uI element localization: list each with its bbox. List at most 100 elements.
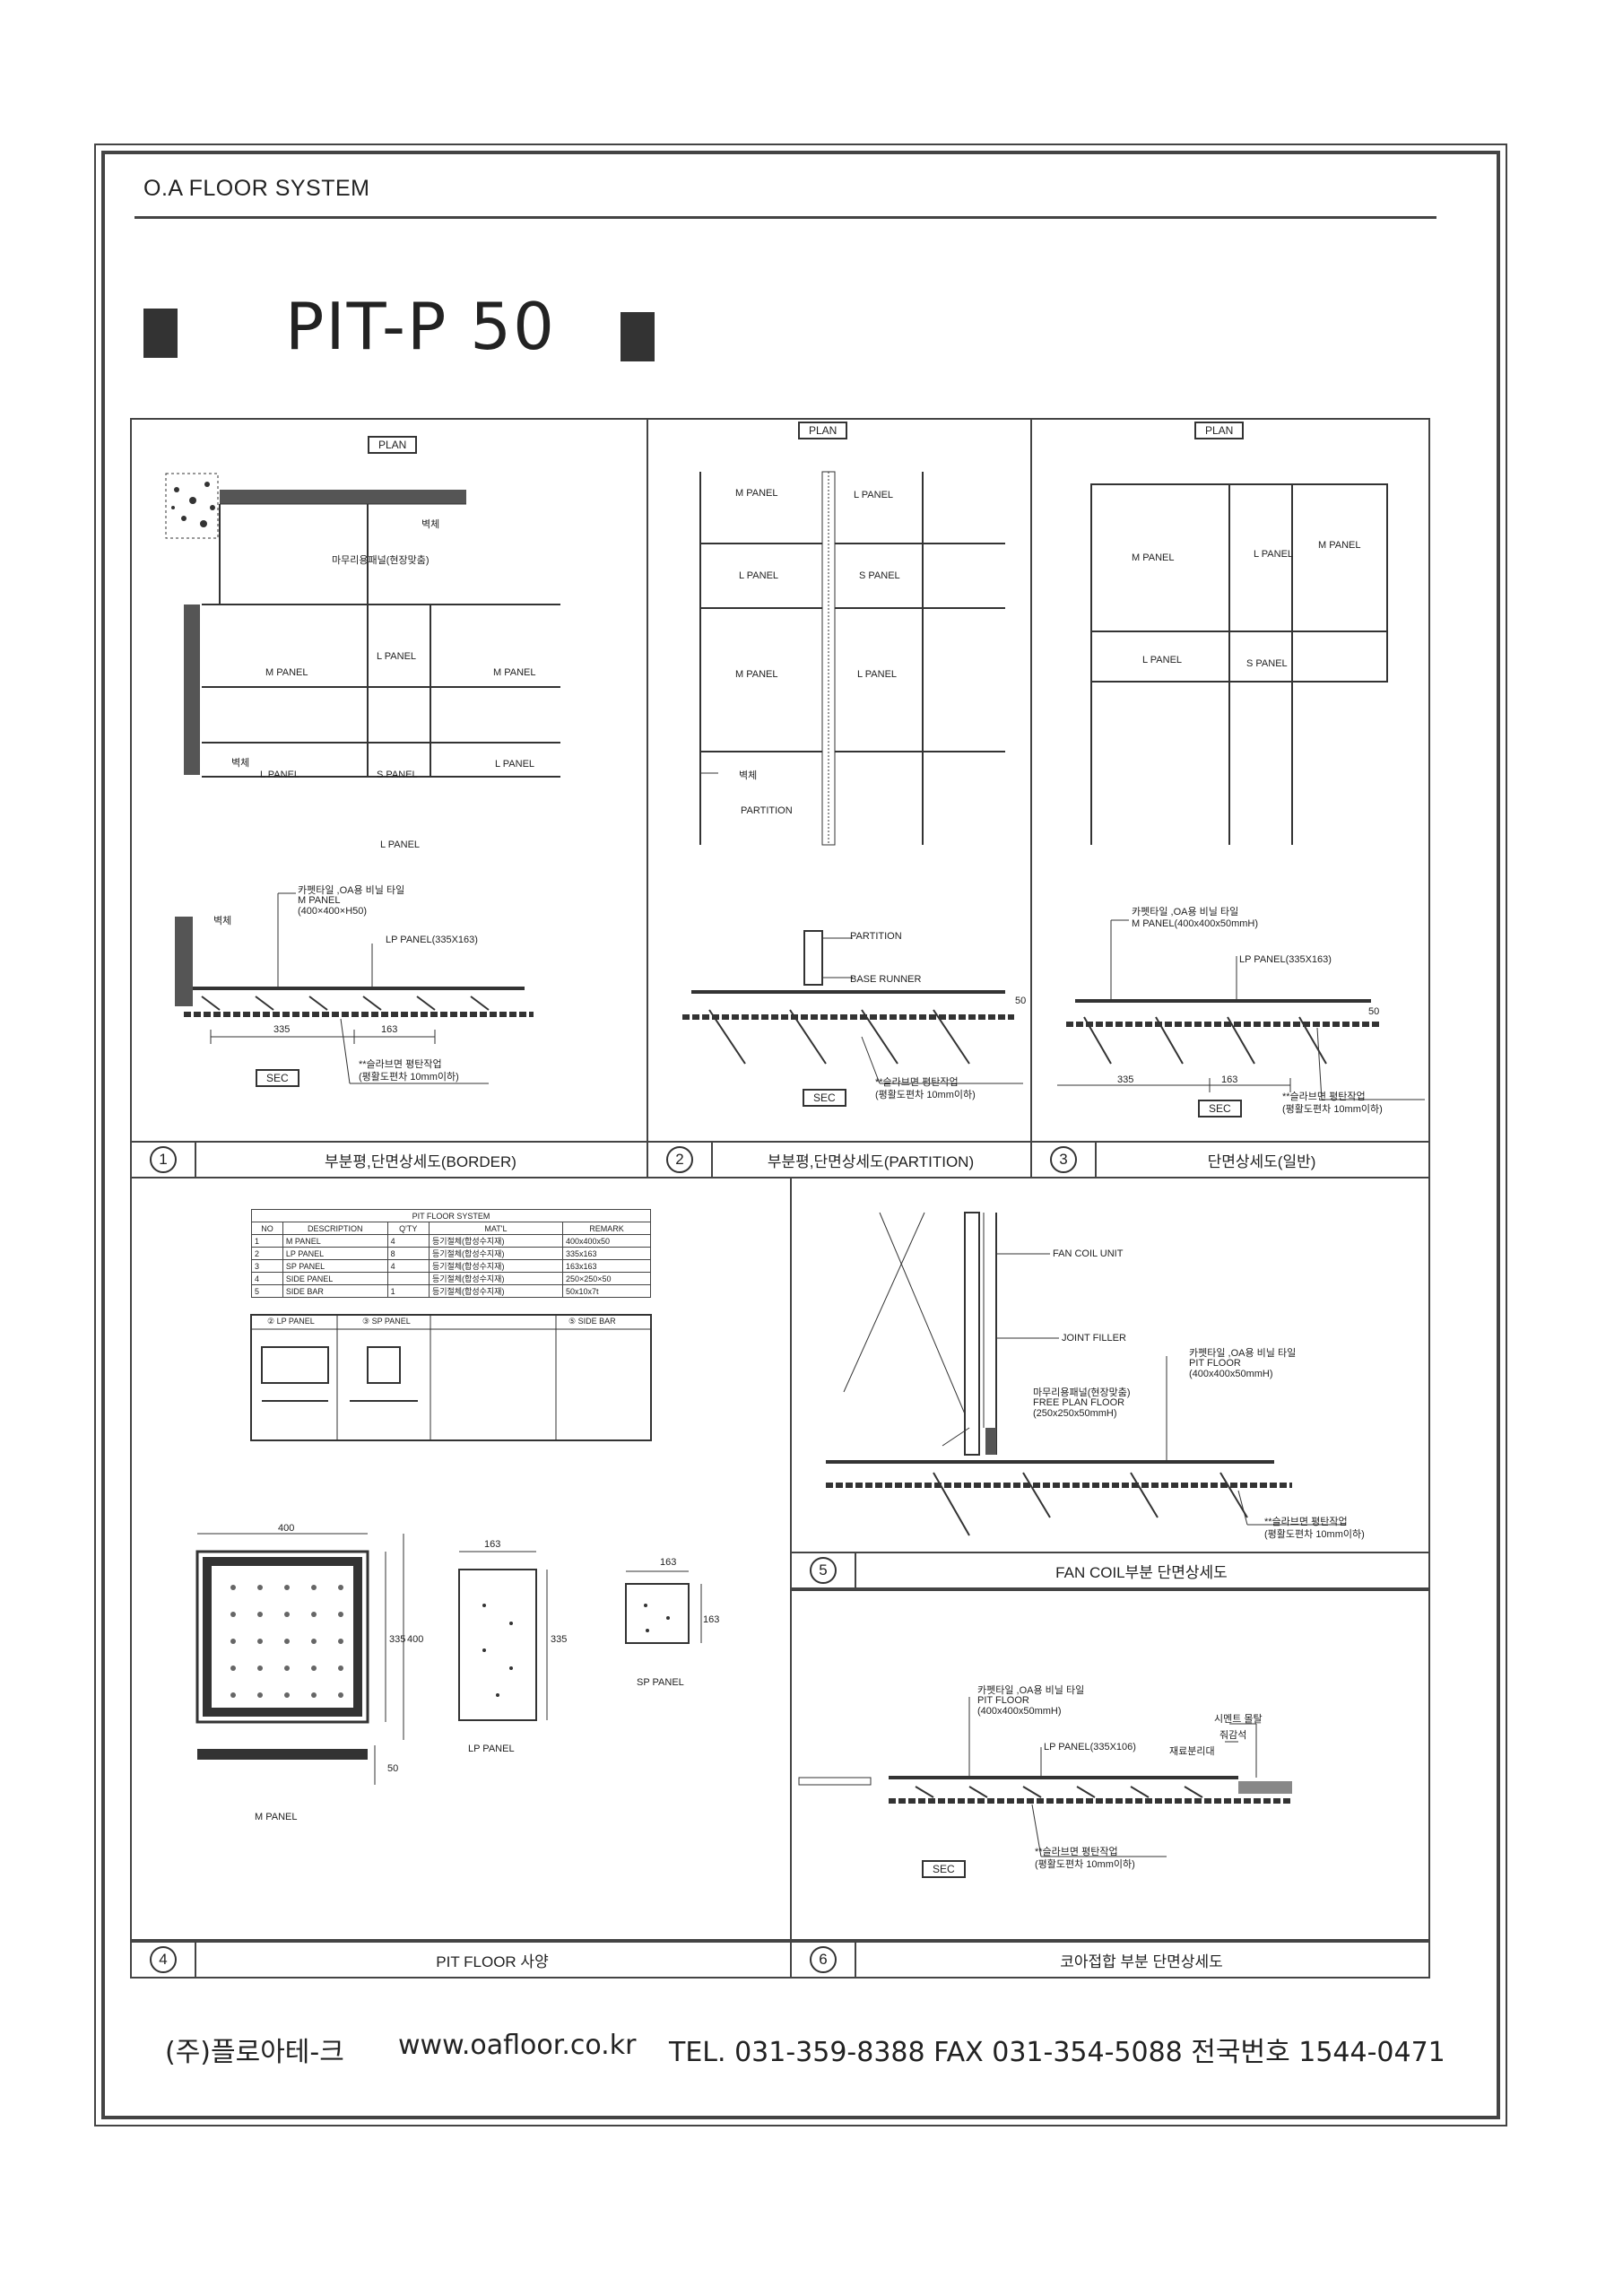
spec-cell: 4 <box>251 1272 283 1285</box>
d5-number: 5 <box>810 1557 837 1584</box>
footer-contact: TEL. 031-359-8388 FAX 031-354-5088 전국번호 … <box>669 2037 1445 2068</box>
d1-tile-label: 카펫타일 ,OA용 비닐 타일 <box>298 885 405 896</box>
d5-level-note: **슬라브면 평탄작업 <box>1264 1517 1348 1527</box>
d2-caption-text: 부분평,단면상세도(PARTITION) <box>767 1152 975 1170</box>
spec-cell: 2 <box>251 1247 283 1260</box>
d2-dim-50: 50 <box>1015 996 1027 1006</box>
d2-m-panel-2: M PANEL <box>735 669 778 680</box>
d6-sec-tag: SEC <box>922 1860 966 1878</box>
d1-l-panel-3: L PANEL <box>495 759 535 770</box>
d1-lp-label: LP PANEL(335X163) <box>386 935 478 945</box>
d4-m-panel-label: M PANEL <box>255 1812 298 1822</box>
d2-partition-label: PARTITION <box>741 805 793 816</box>
d6-level-note: **슬라브면 평탄작업 <box>1035 1847 1118 1857</box>
d2-sec-tag: SEC <box>803 1089 846 1107</box>
d4-caption: 4 PIT FLOOR 사양 <box>130 1941 792 1979</box>
d5-finish-label: 마무리용패널(현장맞춤) <box>1033 1387 1131 1398</box>
d4-sp-panel-label: SP PANEL <box>637 1677 684 1688</box>
d6-joint-label: 줘감석 <box>1219 1730 1247 1741</box>
d5-fan-coil-label: FAN COIL UNIT <box>1053 1248 1124 1259</box>
d4-sub-side-bar: ⑤ SIDE BAR <box>568 1317 616 1326</box>
d1-sec-tag: SEC <box>256 1069 299 1087</box>
d1-l-panel-4: L PANEL <box>380 839 421 850</box>
spec-cell: LP PANEL <box>282 1247 388 1260</box>
d2-level-note: **슬라브면 평탄작업 <box>875 1077 959 1088</box>
d2-base-runner-label: BASE RUNNER <box>850 974 922 985</box>
d1-level-note: **슬라브면 평탄작업 <box>359 1059 442 1070</box>
d2-wall-label: 벽체 <box>739 770 758 781</box>
d3-number: 3 <box>1050 1146 1077 1173</box>
spec-cell: 400x400x50 <box>561 1234 652 1248</box>
d1-l-panel-1: L PANEL <box>377 651 417 662</box>
d6-edge-label: 재료분리대 <box>1169 1746 1215 1757</box>
d5-caption: 5 FAN COIL부분 단면상세도 <box>790 1552 1430 1589</box>
d3-tile-label: 카펫타일 ,OA용 비닐 타일 <box>1132 907 1239 918</box>
d2-s-panel-1: S PANEL <box>859 570 900 581</box>
d3-mpanel-label: M PANEL(400x400x50mmH) <box>1132 918 1259 929</box>
d2-level-note-2: (평활도편차 10mm이하) <box>875 1090 976 1100</box>
detail-6-panel <box>790 1589 1430 1941</box>
d4-sub-lp-panel: ② LP PANEL <box>267 1317 315 1326</box>
d2-plan-tag: PLAN <box>798 422 848 439</box>
page-title: PIT-P 50 <box>285 289 556 364</box>
spec-cell: 1 <box>251 1234 283 1248</box>
spec-cell: 163x163 <box>561 1259 652 1273</box>
d1-dim-335: 335 <box>273 1024 291 1035</box>
d3-level-note-2: (평활도편차 10mm이하) <box>1282 1104 1383 1115</box>
d1-level-note-2: (평활도편차 10mm이하) <box>359 1072 459 1083</box>
d1-wall-label: 벽체 <box>421 519 440 530</box>
d4-sub-sp-panel: ③ SP PANEL <box>362 1317 411 1326</box>
d3-s-panel-1: S PANEL <box>1246 658 1288 669</box>
spec-cell: 등기절체(합성수지재) <box>428 1247 563 1260</box>
d6-pit-dim: (400x400x50mmH) <box>977 1706 1062 1717</box>
d4-dim-335: 335 <box>389 1634 406 1645</box>
d4-number: 4 <box>150 1946 177 1973</box>
d2-caption: 2 부분평,단면상세도(PARTITION) <box>647 1141 1032 1178</box>
spec-cell: 1 <box>386 1284 430 1298</box>
d1-mpanel-dim: (400×400×H50) <box>298 906 368 917</box>
d1-dim-163: 163 <box>381 1024 398 1035</box>
d5-joint-filler-label: JOINT FILLER <box>1062 1333 1126 1344</box>
title-square-right <box>621 312 655 361</box>
d3-lp-label: LP PANEL(335X163) <box>1239 954 1332 965</box>
d1-m-panel-2: M PANEL <box>493 667 536 678</box>
spec-cell: SIDE PANEL <box>282 1272 388 1285</box>
d1-finish-label: 마무리용패널(현장맞춤) <box>332 555 430 566</box>
spec-cell: 335x163 <box>561 1247 652 1260</box>
d3-level-note: **슬라브면 평탄작업 <box>1282 1091 1366 1102</box>
d2-m-panel-1: M PANEL <box>735 488 778 499</box>
d6-caption: 6 코아접합 부분 단면상세도 <box>790 1941 1430 1979</box>
spec-cell: 등기절체(합성수지재) <box>428 1272 563 1285</box>
d6-drawing <box>798 1697 1292 1857</box>
d6-lp-label: LP PANEL(335X106) <box>1044 1742 1136 1752</box>
d3-dim-335: 335 <box>1117 1074 1134 1085</box>
d5-caption-text: FAN COIL부분 단면상세도 <box>1055 1563 1228 1581</box>
d6-caption-text: 코아접합 부분 단면상세도 <box>1060 1952 1223 1970</box>
d3-caption-text: 단면상세도(일반) <box>1207 1152 1316 1170</box>
d6-cement-label: 시멘트 몰탈 <box>1214 1714 1263 1725</box>
d3-m-panel-2: M PANEL <box>1318 540 1361 551</box>
d1-caption-text: 부분평,단면상세도(BORDER) <box>325 1152 516 1170</box>
d1-l-panel-2: L PANEL <box>260 770 300 780</box>
footer-company: (주)플로아테-크 <box>165 2037 344 2068</box>
footer-url[interactable]: www.oafloor.co.kr <box>398 2030 637 2061</box>
d3-sec-tag: SEC <box>1198 1100 1242 1118</box>
d3-l-panel-1: L PANEL <box>1254 549 1294 560</box>
d1-m-panel-1: M PANEL <box>265 667 308 678</box>
d4-dim-400b: 400 <box>407 1634 424 1645</box>
d1-s-panel-1: S PANEL <box>377 770 418 780</box>
spec-header-remark: REMARK <box>561 1222 652 1235</box>
spec-cell: 등기절체(합성수지재) <box>428 1259 563 1273</box>
d3-m-panel-1: M PANEL <box>1132 552 1175 563</box>
d5-free-dim: (250x250x50mmH) <box>1033 1408 1117 1419</box>
d2-partition-label-2: PARTITION <box>850 931 902 942</box>
title-square-left <box>143 309 178 358</box>
d6-pit-label: PIT FLOOR <box>977 1695 1029 1706</box>
d3-drawing <box>1057 483 1425 1100</box>
d4-dim-400: 400 <box>278 1523 295 1534</box>
system-header: O.A FLOOR SYSTEM <box>143 176 370 201</box>
spec-header-matl: MAT'L <box>428 1222 563 1235</box>
pit-floor-spec-table: PIT FLOOR SYSTEM NO DESCRIPTION Q'TY MAT… <box>251 1209 652 1298</box>
d4-dim-163c: 163 <box>703 1614 720 1625</box>
